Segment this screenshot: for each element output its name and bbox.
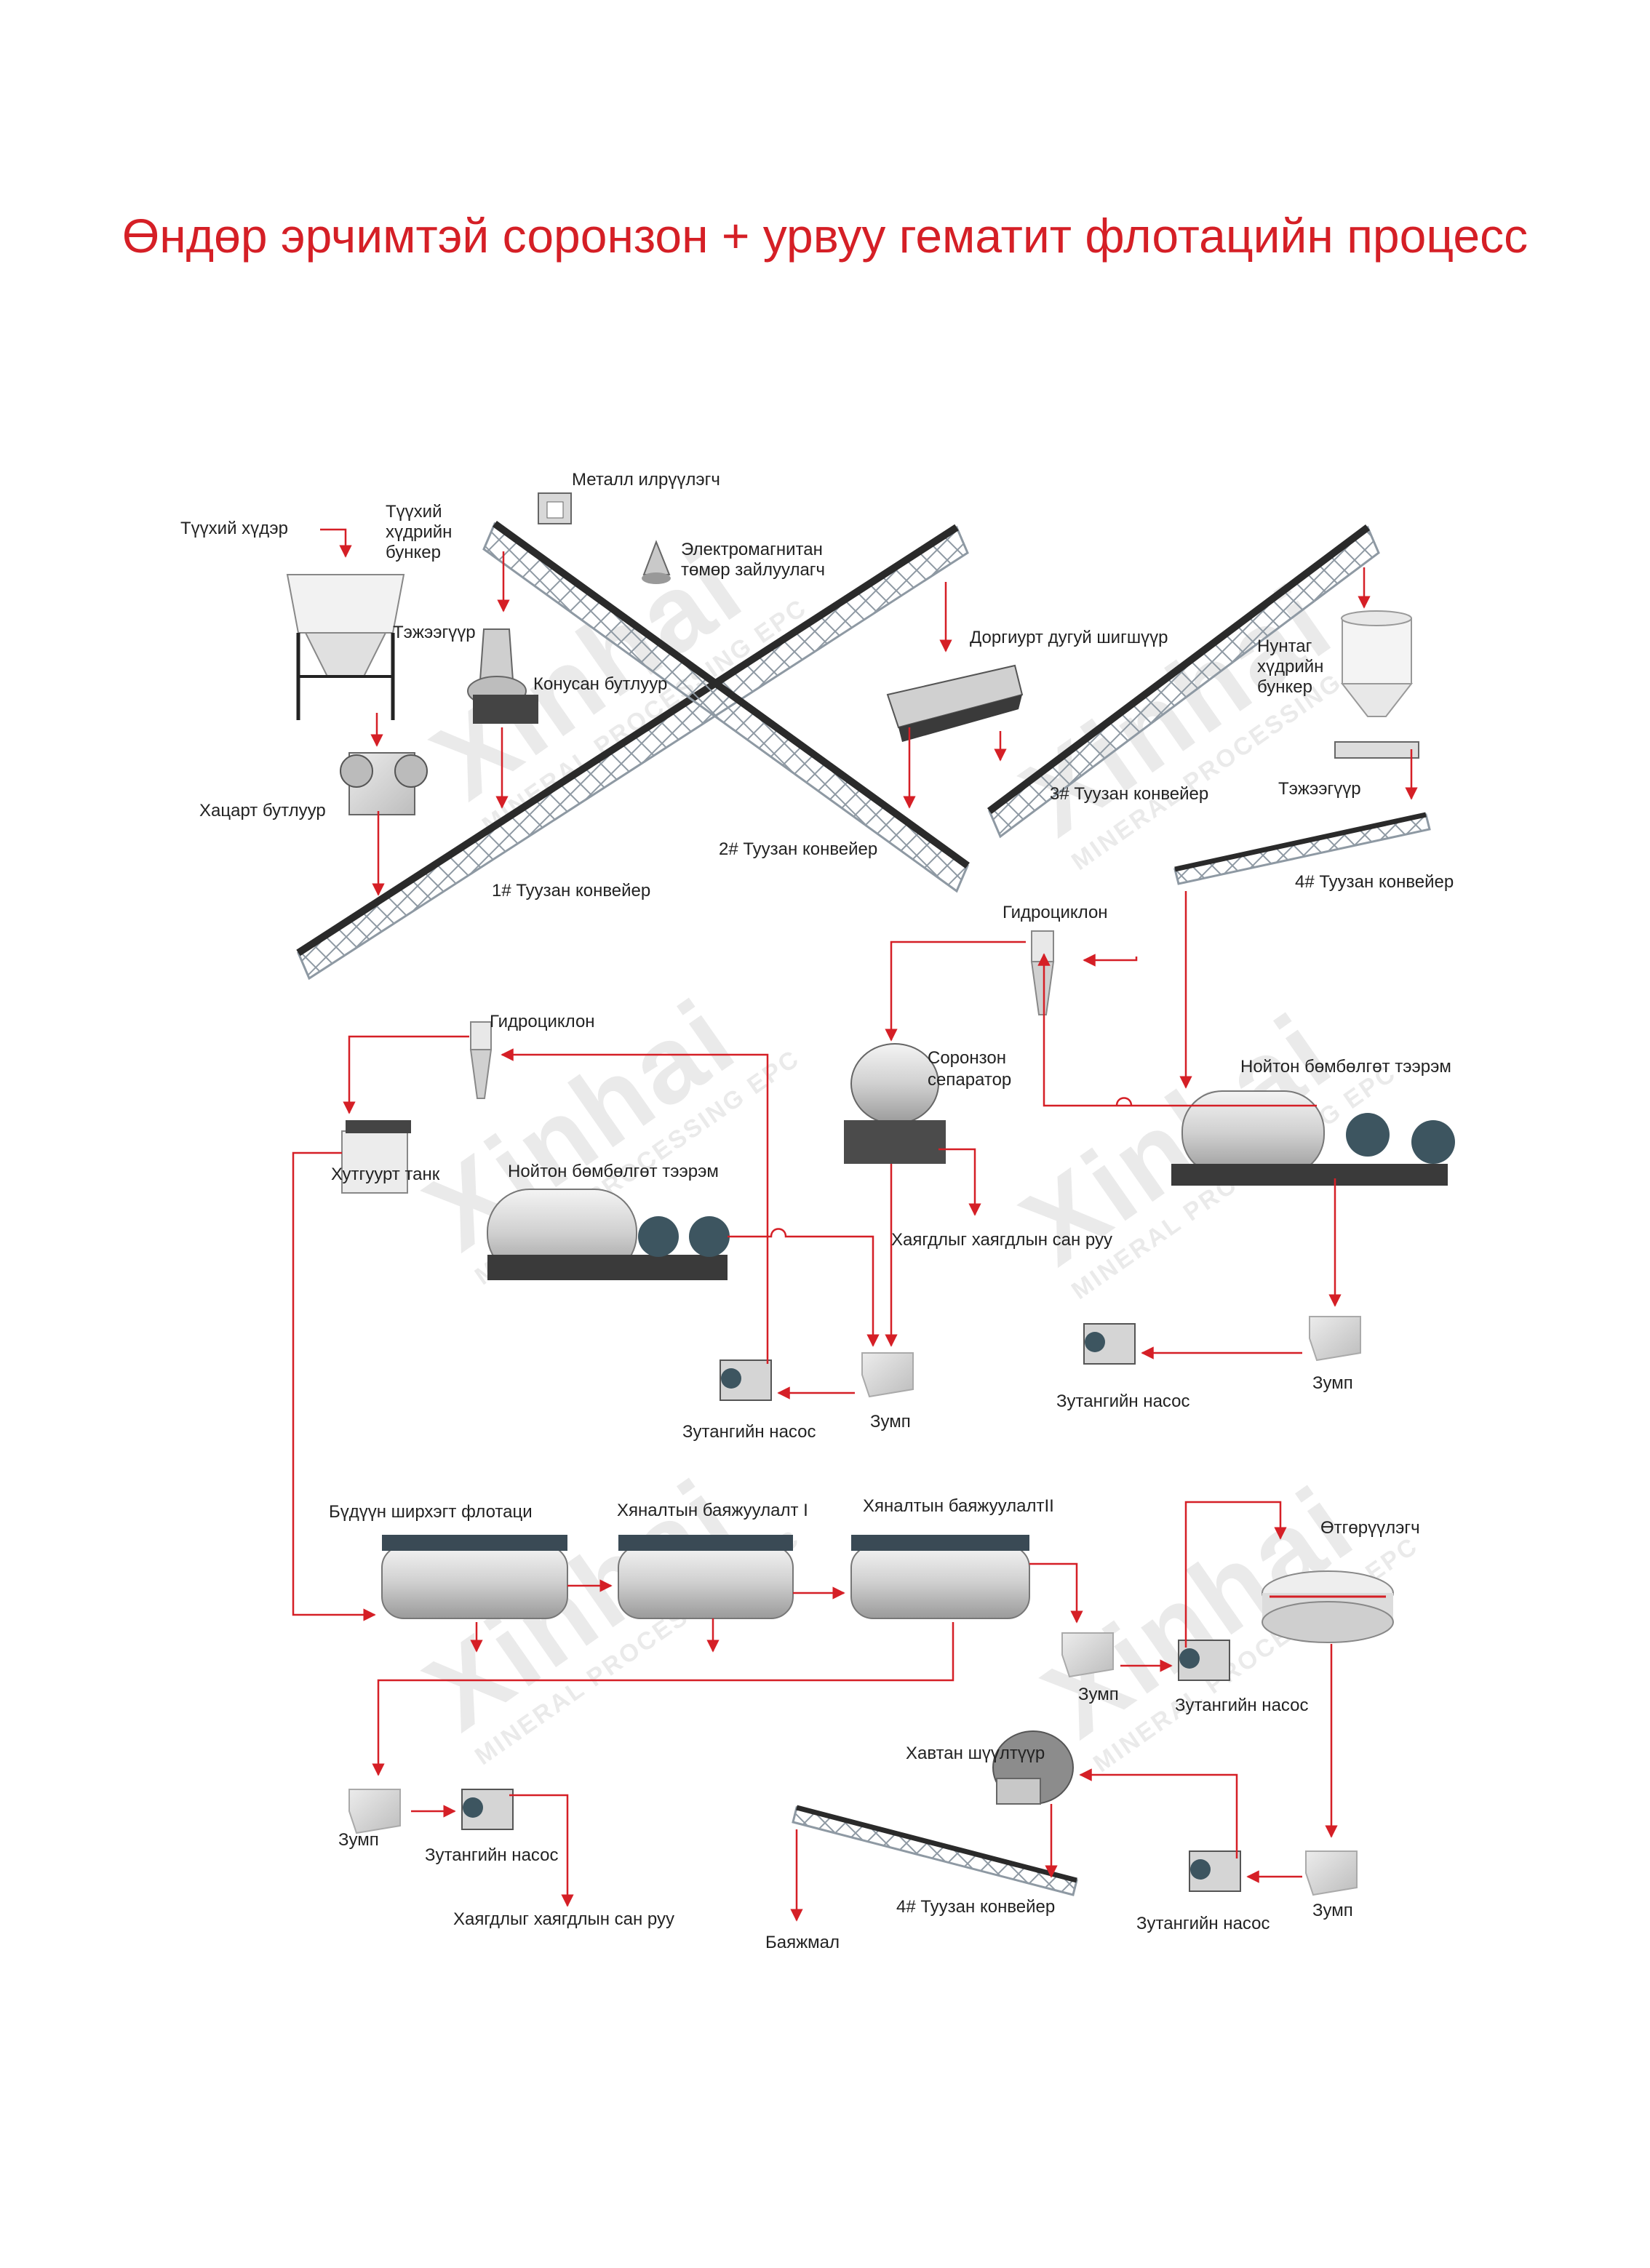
conveyor-3 bbox=[987, 524, 1380, 839]
label-conveyor-3: 3# Туузан конвейер bbox=[1050, 784, 1209, 804]
label-sump-bottom-left: Зумп bbox=[338, 1830, 379, 1850]
label-raw-ore-bin: Түүхий хүдрийн бункер bbox=[386, 502, 453, 562]
label-raw-ore: Түүхий хүдэр bbox=[180, 519, 289, 538]
hydrocyclone-right bbox=[1030, 930, 1055, 1015]
slurry-pump-bottom-left bbox=[461, 1789, 514, 1830]
electromagnetic-iron-remover bbox=[642, 540, 671, 584]
label-metal-detector: Металл илрүүлэгч bbox=[572, 470, 720, 490]
ball-mill-right bbox=[1171, 1090, 1455, 1186]
cleaner-2-flotation-cells bbox=[850, 1535, 1030, 1619]
disc-filter bbox=[992, 1730, 1074, 1805]
sump-flotation bbox=[1061, 1632, 1114, 1678]
label-sump-bottom-right: Зумп bbox=[1312, 1901, 1353, 1920]
sump-bottom-right bbox=[1305, 1850, 1358, 1896]
conveyor-4-bottom bbox=[792, 1805, 1078, 1896]
thickener bbox=[1262, 1570, 1394, 1643]
conveyor-2 bbox=[482, 520, 970, 893]
label-hydrocyclone-right: Гидроциклон bbox=[1003, 903, 1108, 922]
label-hydrocyclone-left: Гидроциклон bbox=[490, 1012, 595, 1031]
label-magnetic-separator: Соронзон сепаратор bbox=[928, 1048, 1012, 1090]
label-slurry-pump-bottom-right: Зутангийн насос bbox=[1136, 1914, 1270, 1933]
label-electromagnetic-iron-remover: Электромагнитан төмөр зайлуулагч bbox=[681, 540, 826, 580]
label-disc-filter: Хавтан шүүлтүүр bbox=[906, 1744, 1045, 1763]
label-slurry-pump-mid: Зутангийн насос bbox=[682, 1422, 816, 1442]
metal-detector bbox=[538, 492, 572, 524]
label-slurry-pump-flotation: Зутангийн насос bbox=[1175, 1696, 1309, 1715]
slurry-pump-mid bbox=[720, 1359, 772, 1401]
label-circular-screen: Доргиурт дугуй шигшүүр bbox=[970, 628, 1168, 647]
feeder-2 bbox=[1334, 741, 1419, 759]
label-tailings-to-pond-2: Хаягдлыг хаягдлын сан руу bbox=[453, 1909, 674, 1929]
label-slurry-pump-right: Зутангийн насос bbox=[1056, 1391, 1190, 1411]
page-title: Өндөр эрчимтэй соронзон + урвуу гематит … bbox=[121, 209, 1529, 263]
label-cone-crusher: Конусан бутлуур bbox=[533, 674, 668, 694]
sump-mid bbox=[861, 1352, 914, 1398]
magnetic-separator bbox=[844, 1043, 946, 1164]
jaw-crusher bbox=[340, 752, 428, 815]
cleaner-1-flotation-cells bbox=[618, 1535, 794, 1619]
ball-mill-left bbox=[487, 1189, 730, 1280]
label-concentrate: Баяжмал bbox=[765, 1933, 840, 1952]
label-feeder-1: Тэжээгүүр bbox=[393, 623, 476, 642]
flow-arrows bbox=[292, 528, 1418, 1922]
label-ball-mill-right: Нойтон бөмбөлгөт тээрэм bbox=[1240, 1057, 1451, 1077]
rougher-flotation-cells bbox=[381, 1535, 568, 1619]
label-thickener: Өтгөрүүлэгч bbox=[1320, 1518, 1420, 1538]
label-conveyor-4-top: 4# Туузан конвейер bbox=[1295, 872, 1454, 892]
sump-bottom-left bbox=[348, 1789, 401, 1834]
conveyor-1 bbox=[296, 524, 969, 981]
label-sump-mid: Зумп bbox=[870, 1412, 911, 1432]
label-cleaner-1: Хяналтын баяжуулалт I bbox=[617, 1501, 808, 1520]
slurry-pump-flotation bbox=[1178, 1640, 1230, 1681]
powder-ore-bin bbox=[1340, 610, 1414, 717]
hydrocyclone-left bbox=[469, 1021, 493, 1099]
cone-crusher bbox=[467, 628, 538, 724]
label-agitation-tank: Хутгуурт танк bbox=[331, 1165, 440, 1184]
agitation-tank bbox=[341, 1120, 411, 1194]
label-rougher-flotation: Бүдүүн ширхэгт флотаци bbox=[329, 1502, 533, 1522]
label-ball-mill-left: Нойтон бөмбөлгөт тээрэм bbox=[508, 1162, 719, 1181]
label-slurry-pump-bottom-left: Зутангийн насос bbox=[425, 1845, 559, 1865]
conveyor-4-top bbox=[1173, 812, 1431, 885]
label-conveyor-2: 2# Туузан конвейер bbox=[719, 839, 878, 859]
label-feeder-2: Тэжээгүүр bbox=[1278, 779, 1361, 799]
label-sump-flotation: Зумп bbox=[1078, 1685, 1119, 1704]
label-sump-right: Зумп bbox=[1312, 1373, 1353, 1393]
label-conveyor-4-bottom: 4# Туузан конвейер bbox=[896, 1897, 1056, 1917]
slurry-pump-right bbox=[1083, 1323, 1136, 1365]
sump-right bbox=[1309, 1316, 1361, 1362]
label-powder-bin: Нунтаг хүдрийн бункер bbox=[1257, 636, 1324, 697]
slurry-pump-bottom-right bbox=[1189, 1850, 1241, 1892]
raw-ore-bin bbox=[286, 574, 405, 720]
label-tailings-to-pond-1: Хаягдлыг хаягдлын сан руу bbox=[891, 1230, 1112, 1250]
circular-vibrating-screen bbox=[886, 664, 1024, 742]
label-cleaner-2: Хяналтын баяжуулалтII bbox=[863, 1496, 1054, 1516]
label-conveyor-1: 1# Туузан конвейер bbox=[492, 881, 651, 901]
label-jaw-crusher: Хацарт бутлуур bbox=[199, 801, 326, 820]
